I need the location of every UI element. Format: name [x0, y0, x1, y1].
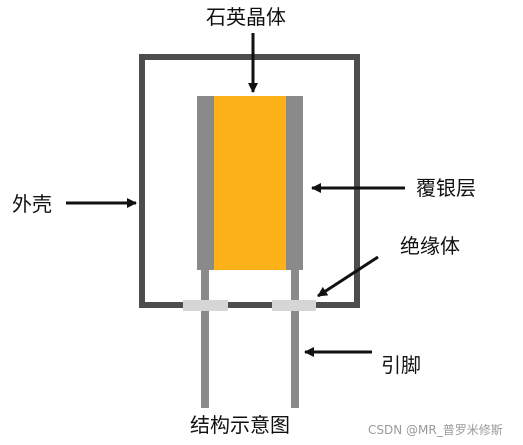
- insulator-label: 绝缘体: [400, 234, 460, 258]
- silver-layer-label: 覆银层: [416, 176, 476, 200]
- watermark: CSDN @MR_普罗米修斯: [368, 423, 503, 437]
- insulator-left: [183, 300, 228, 311]
- insulator-right: [272, 300, 316, 311]
- quartz-crystal: [214, 96, 286, 270]
- silver-layer-left: [197, 96, 214, 270]
- insulator-arrow: [317, 255, 379, 298]
- pins-label: 引脚: [381, 353, 421, 377]
- diagram-caption: 结构示意图: [190, 413, 290, 437]
- pin-right: [291, 268, 299, 408]
- silver-layer-right: [286, 96, 303, 270]
- pin-left: [201, 268, 209, 408]
- shell-label: 外壳: [12, 192, 52, 216]
- crystal-label: 石英晶体: [206, 5, 286, 29]
